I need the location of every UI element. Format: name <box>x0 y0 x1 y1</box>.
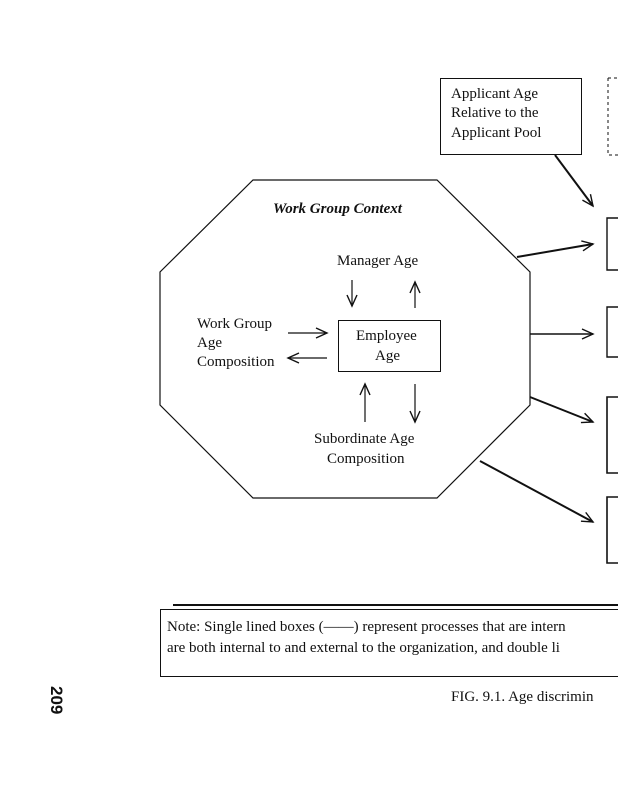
applicant-line-1: Applicant Age <box>451 86 539 102</box>
composition-line-2: Age <box>197 335 222 351</box>
applicant-line-2: Relative to the <box>451 105 539 121</box>
arrow-octagon-to-box1 <box>516 240 595 258</box>
page-number: 209 <box>47 686 66 715</box>
note-line-1: Note: Single lined boxes (——) represent … <box>167 619 566 635</box>
manager-age-label: Manager Age <box>337 253 419 269</box>
outcome-box-2 <box>606 306 618 358</box>
arrow-octagon-to-box3 <box>529 396 595 424</box>
employee-line-2: Age <box>375 348 400 364</box>
dashed-box-right <box>607 77 618 156</box>
outcome-box-1 <box>606 217 618 271</box>
note-divider <box>173 604 618 606</box>
applicant-age-box <box>440 78 582 155</box>
arrow-octagon-to-box4 <box>479 460 595 523</box>
employee-line-1: Employee <box>356 328 417 344</box>
figure-caption: FIG. 9.1. Age discrimin <box>451 689 594 705</box>
work-group-octagon <box>159 179 531 499</box>
applicant-line-3: Applicant Pool <box>451 125 542 141</box>
outcome-box-3 <box>606 396 618 474</box>
note-box: Note: Single lined boxes (——) represent … <box>160 609 618 677</box>
work-group-title: Work Group Context <box>273 201 402 217</box>
arrow-applicant-to-box1 <box>554 154 595 208</box>
outcome-box-4 <box>606 496 618 564</box>
employee-age-box <box>338 320 441 372</box>
subordinate-line-1: Subordinate Age <box>314 431 415 447</box>
note-line-2: are both internal to and external to the… <box>167 640 560 656</box>
subordinate-line-2: Composition <box>327 451 405 467</box>
composition-line-1: Work Group <box>197 316 273 332</box>
composition-line-3: Composition <box>197 354 275 370</box>
